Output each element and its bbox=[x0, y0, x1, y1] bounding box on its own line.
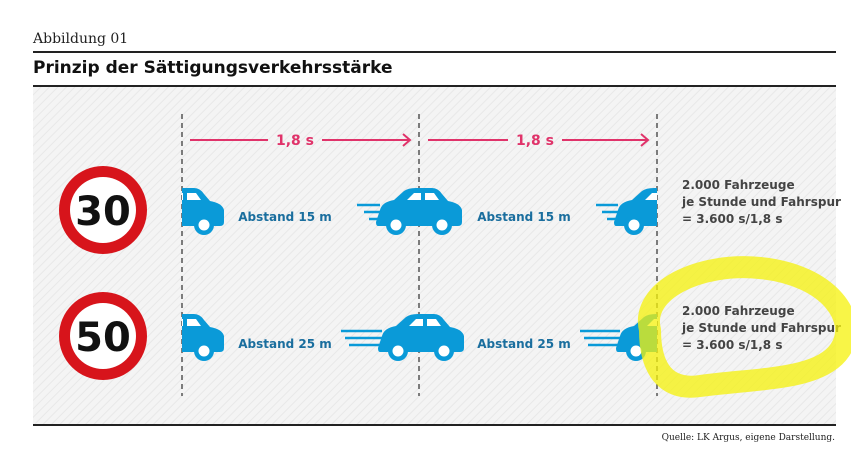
svg-text:2.000 Fahrzeuge: 2.000 Fahrzeuge bbox=[682, 304, 795, 318]
figure-title: Prinzip der Sättigungsverkehrsstärke bbox=[33, 58, 393, 78]
gap-label: Abstand 25 m bbox=[238, 337, 332, 351]
interval-label: 1,8 s bbox=[276, 133, 314, 149]
car-icon bbox=[357, 188, 462, 235]
bottom-rule bbox=[33, 424, 836, 426]
gap-label: Abstand 15 m bbox=[238, 210, 332, 224]
gap-label: Abstand 25 m bbox=[477, 337, 571, 351]
source-note: Quelle: LK Argus, eigene Darstellung. bbox=[661, 433, 835, 443]
highlighter-mark bbox=[637, 256, 851, 398]
car-icon bbox=[341, 314, 464, 361]
speed-value: 50 bbox=[75, 315, 131, 361]
svg-text:= 3.600 s/1,8 s: = 3.600 s/1,8 s bbox=[682, 212, 782, 226]
car-icon bbox=[596, 188, 657, 235]
gap-label: Abstand 15 m bbox=[477, 210, 571, 224]
car-icon bbox=[580, 314, 657, 361]
result-text: 2.000 Fahrzeuge je Stunde und Fahrspur =… bbox=[681, 178, 841, 226]
speed-sign-30: 30 bbox=[59, 166, 147, 254]
interval-arrows bbox=[190, 133, 650, 147]
speed-value: 30 bbox=[75, 189, 131, 235]
svg-text:2.000 Fahrzeuge: 2.000 Fahrzeuge bbox=[682, 178, 795, 192]
svg-text:je Stunde und Fahrspur: je Stunde und Fahrspur bbox=[681, 321, 841, 335]
top-rule bbox=[33, 51, 836, 53]
result-text: 2.000 Fahrzeuge je Stunde und Fahrspur =… bbox=[681, 304, 841, 352]
interval-label: 1,8 s bbox=[516, 133, 554, 149]
figure-kicker: Abbildung 01 bbox=[33, 31, 129, 47]
title-rule bbox=[33, 85, 836, 87]
speed-sign-50: 50 bbox=[59, 292, 147, 380]
svg-text:je Stunde und Fahrspur: je Stunde und Fahrspur bbox=[681, 195, 841, 209]
figure-background bbox=[33, 87, 836, 424]
svg-text:= 3.600 s/1,8 s: = 3.600 s/1,8 s bbox=[682, 338, 782, 352]
